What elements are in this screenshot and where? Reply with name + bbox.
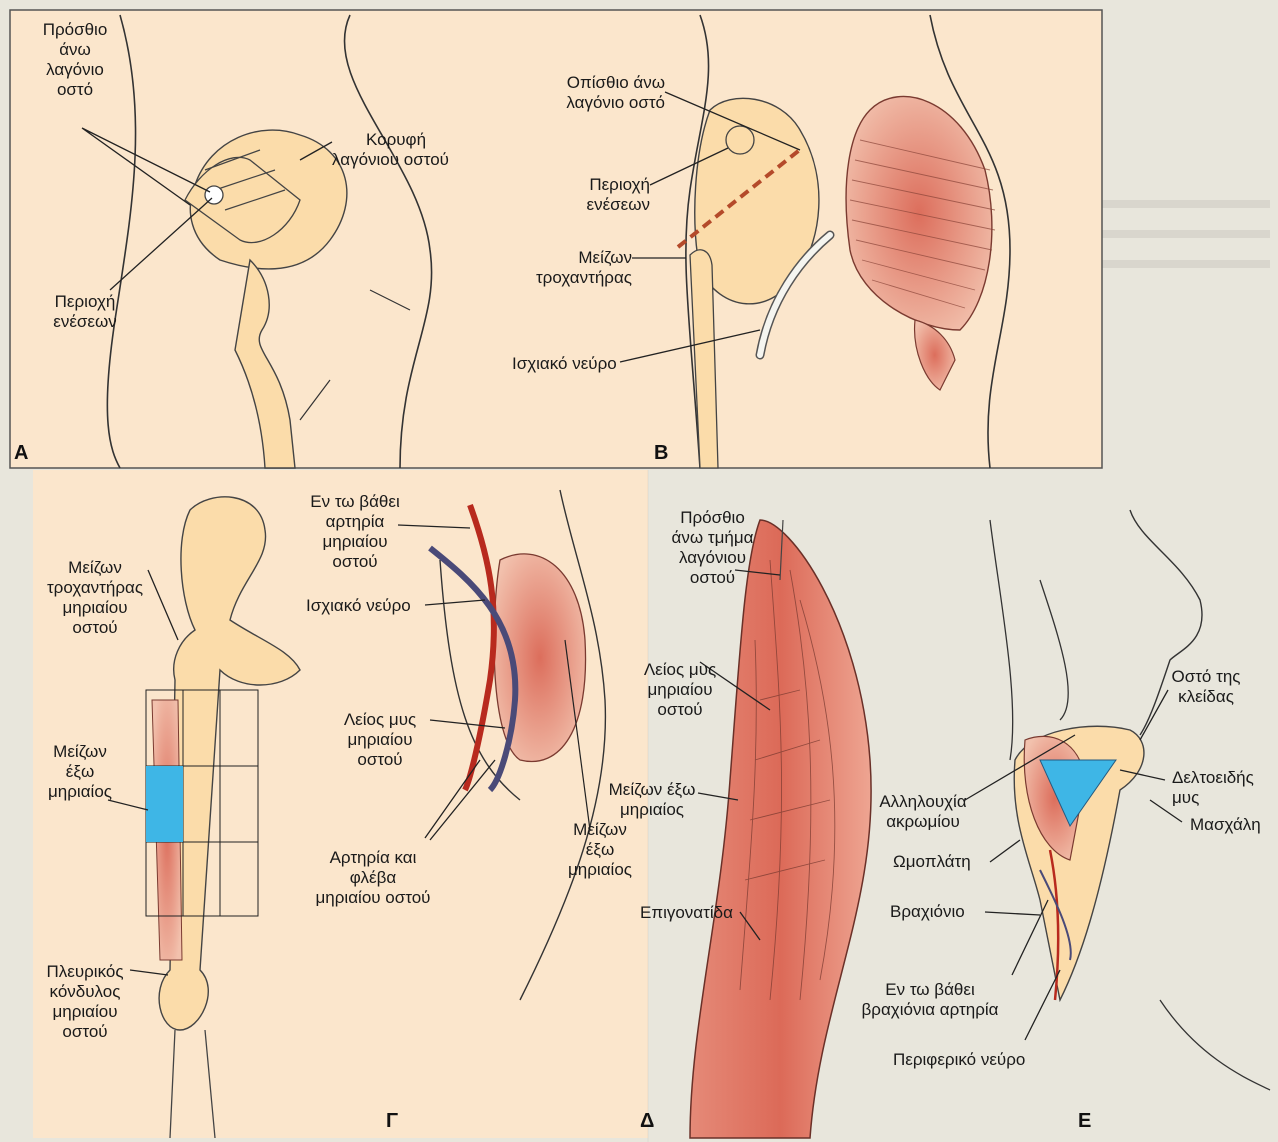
label-humerus: Βραχιόνιο	[890, 902, 965, 922]
label-peripheral-nerve: Περιφερικό νεύρο	[893, 1050, 1025, 1070]
label-sciatic-nerve-b: Ισχιακό νεύρο	[512, 354, 617, 374]
panel-letter-g: Γ	[386, 1110, 398, 1133]
label-sciatic-nerve-g: Ισχιακό νεύρο	[306, 596, 411, 616]
label-scapula: Ωμοπλάτη	[893, 852, 971, 872]
panel-letter-b: B	[654, 442, 668, 465]
label-patella: Επιγονατίδα	[640, 903, 733, 923]
panel-letter-a: A	[14, 442, 28, 465]
panel-letter-e: Ε	[1078, 1110, 1091, 1133]
panel-letter-d: Δ	[640, 1110, 654, 1133]
label-axilla: Μασχάλη	[1190, 815, 1261, 835]
